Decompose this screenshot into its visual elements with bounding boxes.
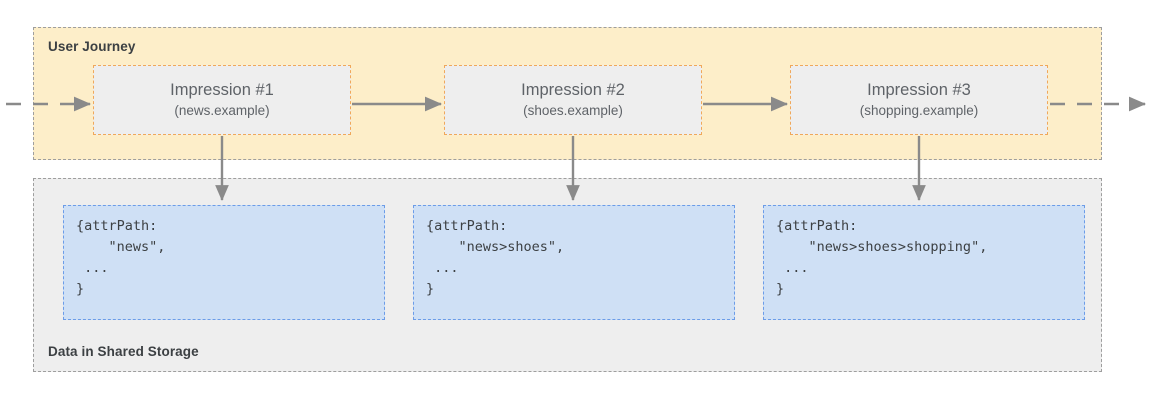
attr-path-code: {attrPath: "news", ... } — [76, 218, 166, 297]
shared-storage-entry-1[interactable]: {attrPath: "news", ... } — [63, 205, 385, 320]
shared-storage-entry-3[interactable]: {attrPath: "news>shoes>shopping", ... } — [763, 205, 1085, 320]
impression-origin: (shoes.example) — [523, 103, 623, 119]
shared-storage-label: Data in Shared Storage — [48, 344, 199, 359]
impression-title: Impression #2 — [521, 81, 625, 100]
impression-node-1[interactable]: Impression #1 (news.example) — [93, 65, 351, 135]
attr-path-code: {attrPath: "news>shoes", ... } — [426, 218, 565, 297]
impression-origin: (news.example) — [174, 103, 270, 119]
impression-title: Impression #1 — [170, 81, 274, 100]
user-journey-label: User Journey — [48, 39, 136, 54]
impression-origin: (shopping.example) — [859, 103, 979, 119]
impression-title: Impression #3 — [867, 81, 971, 100]
impression-node-2[interactable]: Impression #2 (shoes.example) — [444, 65, 702, 135]
shared-storage-entry-2[interactable]: {attrPath: "news>shoes", ... } — [413, 205, 735, 320]
attr-path-code: {attrPath: "news>shoes>shopping", ... } — [776, 218, 988, 297]
impression-node-3[interactable]: Impression #3 (shopping.example) — [790, 65, 1048, 135]
